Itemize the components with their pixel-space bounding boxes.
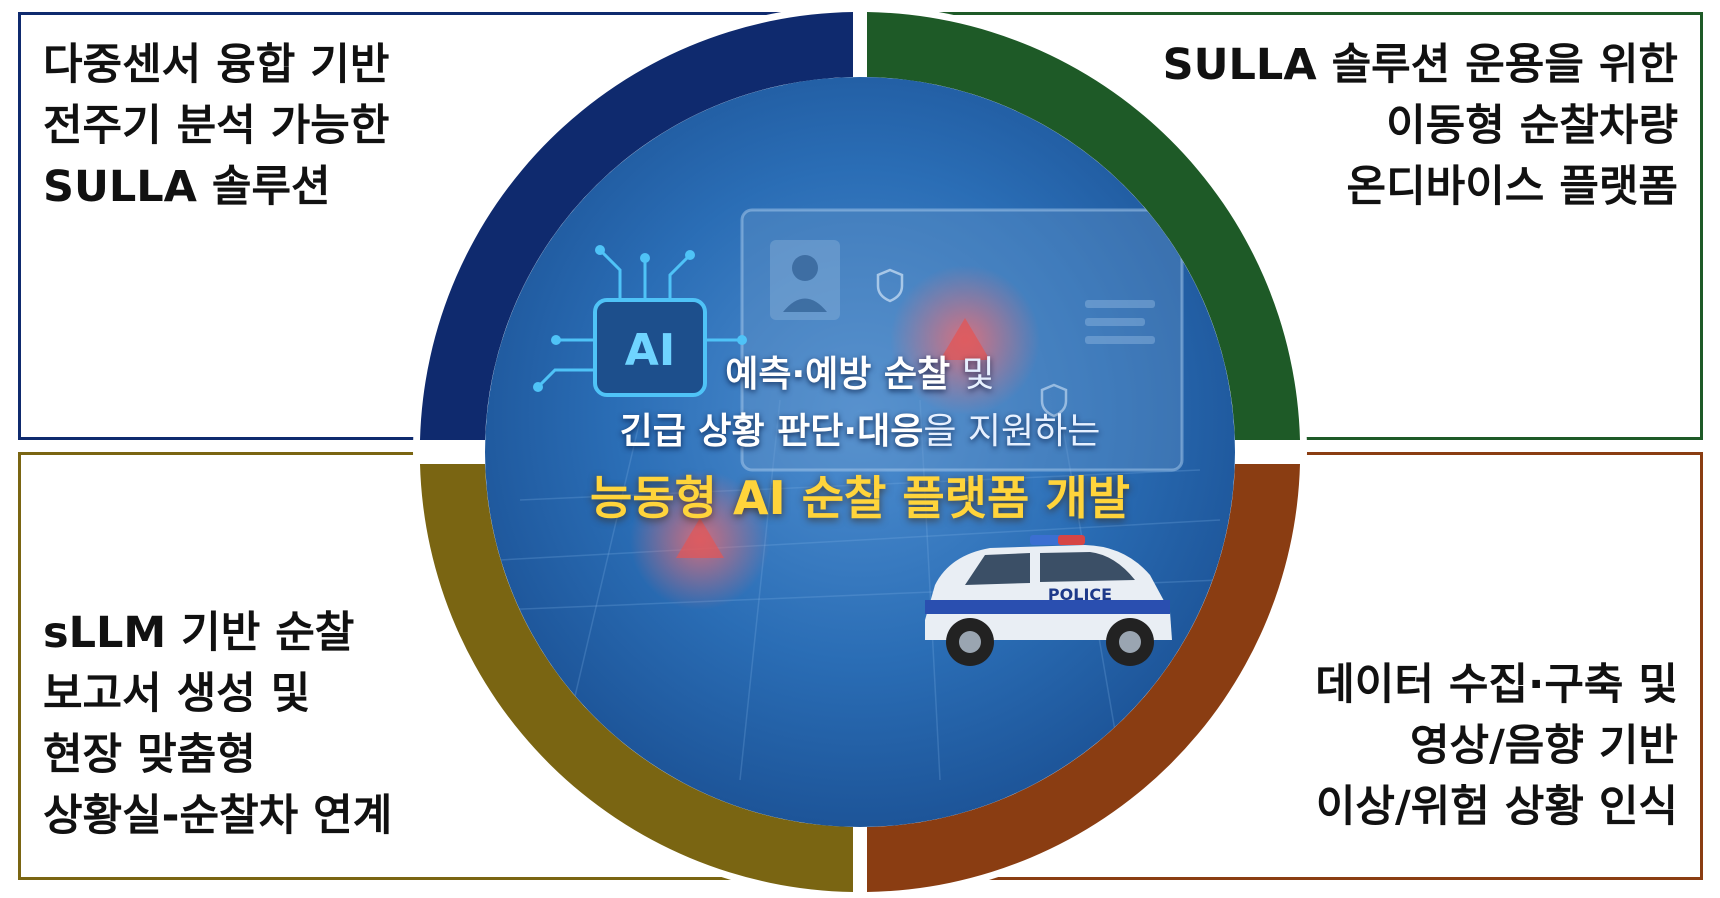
quadrant-line: 이동형 순찰차량 (1386, 101, 1678, 151)
quadrant-line: 데이터 수집·구축 및 (1315, 660, 1678, 710)
center-line-2-bold: 긴급 상황 판단·대응 (619, 411, 924, 452)
quadrant-line: SULLA 솔루션 (43, 162, 331, 212)
center-line-1: 예측·예방 순찰 및 (480, 345, 1240, 397)
center-line-1-light: 및 (950, 354, 995, 395)
quadrant-line: 현장 맞춤형 (43, 730, 256, 780)
quadrant-text: 다중센서 융합 기반 전주기 분석 가능한 SULLA 솔루션 (43, 35, 389, 218)
quadrant-text: SULLA 솔루션 운용을 위한 이동형 순찰차량 온디바이스 플랫폼 (1163, 35, 1678, 218)
quadrant-line: SULLA 솔루션 운용을 위한 (1162, 40, 1678, 90)
quadrant-line: 전주기 분석 가능한 (43, 101, 390, 151)
quadrant-line: 상황실-순찰차 연계 (43, 791, 393, 841)
quadrant-text: 데이터 수집·구축 및 영상/음향 기반 이상/위험 상황 인식 (1315, 655, 1678, 838)
quadrant-line: 온디바이스 플랫폼 (1346, 162, 1678, 212)
quadrant-line: 다중센서 융합 기반 (43, 40, 390, 90)
center-line-2: 긴급 상황 판단·대응을 지원하는 (480, 402, 1240, 454)
center-title: 능동형 AI 순찰 플랫폼 개발 (590, 471, 1130, 525)
center-line-1-bold: 예측·예방 순찰 (725, 354, 951, 395)
quadrant-line: 이상/위험 상황 인식 (1315, 782, 1678, 832)
quadrant-line: sLLM 기반 순찰 (43, 608, 355, 658)
quadrant-text: sLLM 기반 순찰 보고서 생성 및 현장 맞춤형 상황실-순찰차 연계 (43, 603, 392, 847)
quadrant-line: 보고서 생성 및 (43, 669, 311, 719)
quadrant-line: 영상/음향 기반 (1409, 721, 1678, 771)
center-line-2-light: 을 지원하는 (923, 411, 1101, 452)
